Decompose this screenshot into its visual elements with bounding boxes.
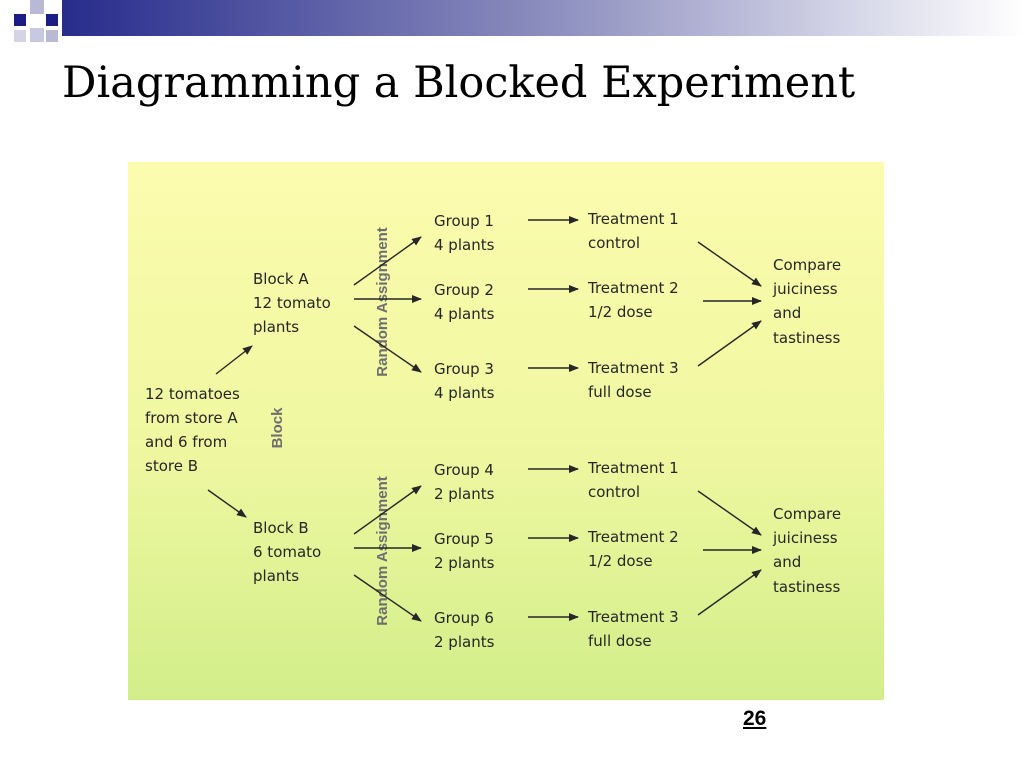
treatment-b1-line-1: Treatment 1	[587, 459, 679, 477]
arrow-treatment-a3-to-compare	[697, 320, 762, 367]
page-number: 26	[743, 707, 767, 730]
block-design-diagram: 12 tomatoes from store A and 6 from stor…	[145, 210, 846, 651]
compare-b-line-2: juiciness	[772, 529, 838, 547]
treatment-b3-line-2: full dose	[588, 632, 652, 650]
title-bar-decoration	[0, 0, 1024, 56]
arrow-treatment-a1-to-compare	[697, 241, 762, 287]
group-6-label: Group 6 2 plants	[434, 609, 499, 651]
group-5-label: Group 5 2 plants	[434, 530, 499, 572]
source-line-4: store B	[145, 457, 198, 475]
group-6-line-1: Group 6	[434, 609, 494, 627]
group-4-label: Group 4 2 plants	[434, 461, 499, 503]
block-a-line-1: Block A	[253, 270, 309, 288]
treatment-a3-line-2: full dose	[588, 383, 652, 401]
compare-a-line-1: Compare	[773, 256, 841, 274]
decor-square-5	[14, 30, 26, 42]
arrow-treatment-b1-to-compare	[697, 490, 762, 536]
arrow-treatment-b3-to-compare	[697, 569, 762, 616]
block-b-line-2: 6 tomato	[253, 543, 321, 561]
decor-square-3	[46, 14, 58, 26]
compare-b-label: Compare juiciness and tastiness	[772, 505, 846, 596]
random-assignment-label-b: Random Assignment	[374, 476, 391, 625]
group-1-label: Group 1 4 plants	[434, 212, 499, 254]
group-3-label: Group 3 4 plants	[434, 360, 499, 402]
block-a-line-3: plants	[253, 318, 299, 336]
group-2-label: Group 2 4 plants	[434, 281, 499, 323]
arrow-block-a-to-group-1	[353, 236, 422, 286]
treatment-b2-label: Treatment 2 1/2 dose	[587, 528, 683, 570]
group-6-line-2: 2 plants	[434, 633, 495, 651]
random-assignment-label-a: Random Assignment	[374, 227, 391, 376]
block-b-label: Block B 6 tomato plants	[253, 519, 326, 585]
source-description: 12 tomatoes from store A and 6 from stor…	[145, 385, 245, 475]
block-a-line-2: 12 tomato	[253, 294, 331, 312]
group-3-line-1: Group 3	[434, 360, 494, 378]
arrow-source-to-block-b	[207, 489, 247, 518]
compare-b-line-4: tastiness	[773, 578, 840, 596]
group-3-line-2: 4 plants	[434, 384, 495, 402]
arrow-block-b-to-group-6	[353, 574, 422, 622]
arrow-source-to-block-a	[215, 345, 253, 375]
block-b-line-1: Block B	[253, 519, 309, 537]
group-4-line-2: 2 plants	[434, 485, 495, 503]
treatment-b3-line-1: Treatment 3	[587, 608, 679, 626]
group-5-line-1: Group 5	[434, 530, 494, 548]
compare-a-label: Compare juiciness and tastiness	[772, 256, 846, 347]
group-5-line-2: 2 plants	[434, 554, 495, 572]
source-line-2: from store A	[145, 409, 238, 427]
compare-a-line-2: juiciness	[772, 280, 838, 298]
block-b-line-3: plants	[253, 567, 299, 585]
treatment-a2-label: Treatment 2 1/2 dose	[587, 279, 683, 321]
treatment-a2-line-1: Treatment 2	[587, 279, 679, 297]
compare-b-line-1: Compare	[773, 505, 841, 523]
block-a-label: Block A 12 tomato plants	[253, 270, 336, 336]
treatment-a1-line-1: Treatment 1	[587, 210, 679, 228]
group-1-line-2: 4 plants	[434, 236, 495, 254]
treatment-a3-line-1: Treatment 3	[587, 359, 679, 377]
treatment-b1-label: Treatment 1 control	[587, 459, 683, 501]
treatment-b2-line-2: 1/2 dose	[588, 552, 653, 570]
group-4-line-1: Group 4	[434, 461, 494, 479]
decor-square-4	[30, 28, 44, 42]
decor-square-6	[46, 30, 58, 42]
source-line-3: and 6 from	[145, 433, 227, 451]
treatment-a2-line-2: 1/2 dose	[588, 303, 653, 321]
treatment-b3-label: Treatment 3 full dose	[587, 608, 683, 650]
group-2-line-2: 4 plants	[434, 305, 495, 323]
slide-title: Diagramming a Blocked Experiment	[62, 58, 856, 108]
arrow-block-a-to-group-3	[353, 325, 422, 373]
arrow-block-b-to-group-4	[353, 485, 422, 535]
compare-a-line-4: tastiness	[773, 329, 840, 347]
source-line-1: 12 tomatoes	[145, 385, 240, 403]
compare-a-line-3: and	[773, 304, 801, 322]
treatment-a1-line-2: control	[588, 234, 640, 252]
treatment-b1-line-2: control	[588, 483, 640, 501]
group-1-line-1: Group 1	[434, 212, 494, 230]
compare-b-line-3: and	[773, 553, 801, 571]
block-label: Block	[269, 407, 286, 449]
decor-square-2	[30, 0, 44, 14]
group-2-line-1: Group 2	[434, 281, 494, 299]
decor-square-1	[14, 14, 26, 26]
diagram-panel: 12 tomatoes from store A and 6 from stor…	[128, 162, 884, 700]
treatment-a3-label: Treatment 3 full dose	[587, 359, 683, 401]
treatment-b2-line-1: Treatment 2	[587, 528, 679, 546]
treatment-a1-label: Treatment 1 control	[587, 210, 683, 252]
